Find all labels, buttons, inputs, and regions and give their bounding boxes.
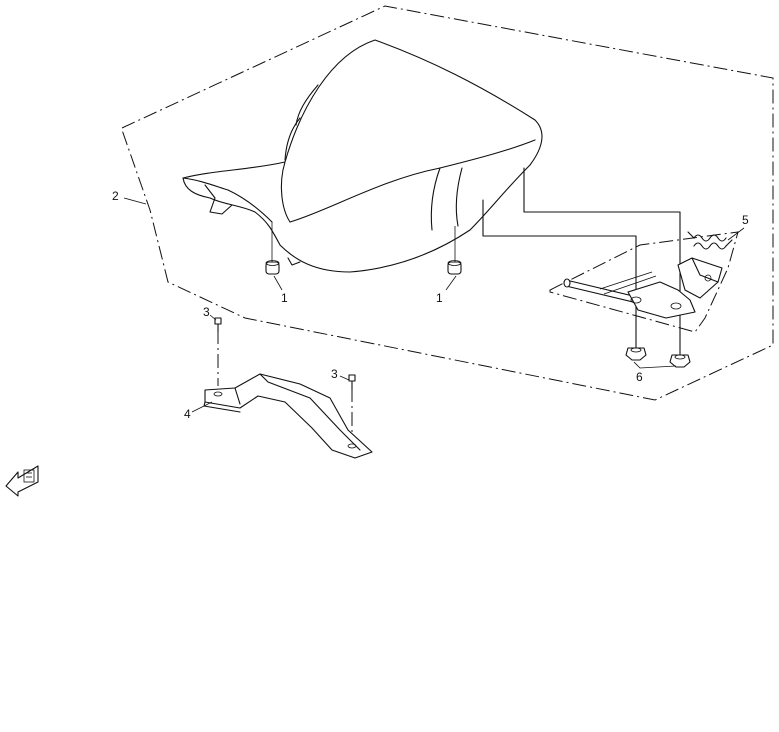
callout-2: 2 — [112, 189, 119, 203]
nut-left — [625, 347, 647, 361]
callout-1-right: 1 — [436, 291, 443, 305]
callout-3-left: 3 — [203, 305, 210, 319]
bolt-left — [214, 317, 222, 333]
callout-6: 6 — [636, 370, 643, 384]
callout-leaders — [123, 197, 745, 413]
callout-4: 4 — [184, 407, 191, 421]
bolt-right — [348, 374, 356, 391]
rubber-cushion-left — [265, 260, 280, 275]
seat-support-bracket — [203, 373, 373, 459]
callout-5: 5 — [742, 213, 749, 227]
seat-lock-assembly — [563, 231, 733, 319]
front-arrow-icon — [5, 465, 39, 497]
seat-assembly-boundary — [121, 5, 774, 401]
callout-3-right: 3 — [331, 367, 338, 381]
seat-illustration — [182, 39, 543, 273]
callout-1-left: 1 — [281, 291, 288, 305]
seat-lock-sub-boundary — [549, 231, 739, 333]
rubber-cushion-right — [447, 260, 462, 275]
nut-right — [669, 354, 691, 368]
